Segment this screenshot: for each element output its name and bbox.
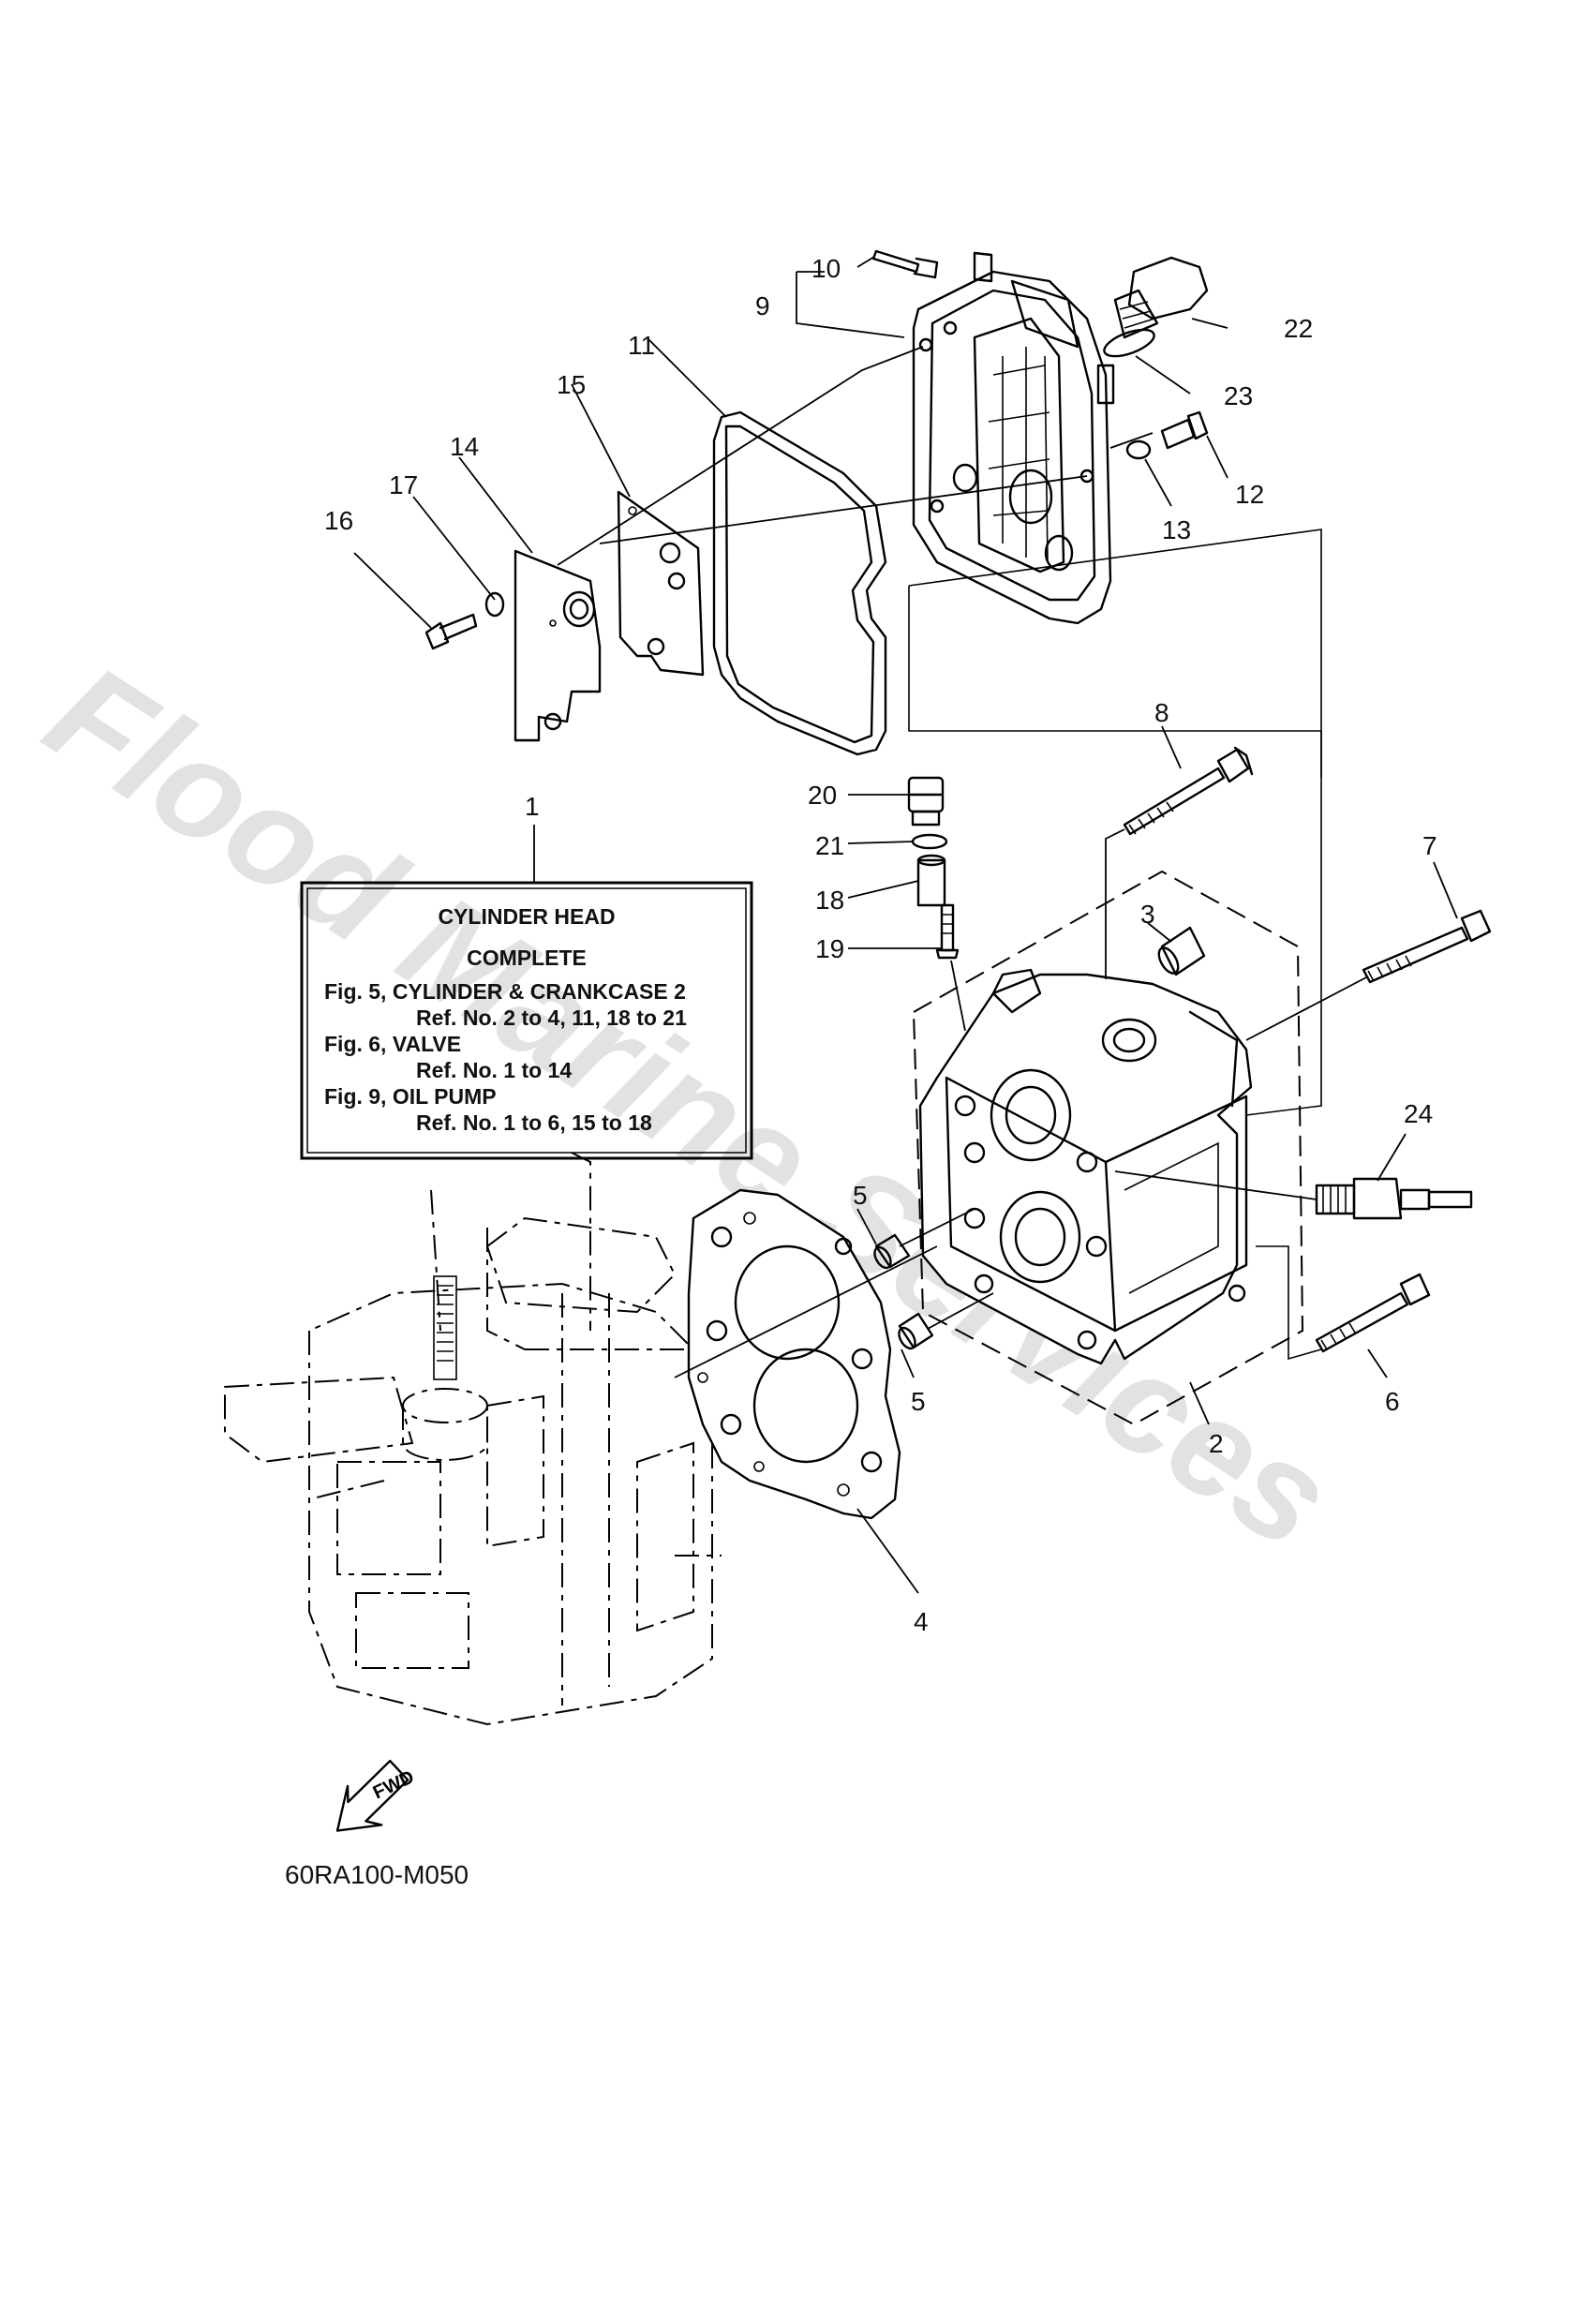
bolt-6: [1315, 1273, 1431, 1353]
bolt-19: [935, 903, 960, 960]
callout-14: 14: [450, 432, 479, 461]
plug-20: [907, 776, 945, 827]
callout-10: 10: [811, 254, 841, 283]
callout-18: 18: [815, 886, 844, 915]
washer-17: [484, 591, 505, 618]
screw-16: [424, 613, 478, 650]
callout-16: 16: [324, 506, 353, 535]
dowel-5-lower: [898, 1312, 934, 1350]
callout-20: 20: [808, 781, 837, 810]
plate-14: [514, 549, 602, 742]
callout-17: 17: [389, 470, 418, 499]
callout-12: 12: [1235, 480, 1264, 509]
info-box-title-1: CYLINDER HEAD: [438, 904, 615, 929]
dowel-3: [1157, 926, 1206, 976]
callout-6: 6: [1385, 1387, 1400, 1416]
anode-18: [916, 854, 946, 907]
callout-2: 2: [1209, 1429, 1224, 1458]
callout-4: 4: [914, 1607, 929, 1636]
callout-9: 9: [755, 291, 770, 320]
callout-8: 8: [1154, 698, 1169, 727]
callout-3: 3: [1140, 900, 1155, 929]
bolt-10: [871, 249, 939, 279]
callout-5-lower: 5: [911, 1387, 926, 1416]
callout-23: 23: [1224, 381, 1253, 410]
callout-1: 1: [525, 792, 540, 821]
info-box-line: Ref. No. 1 to 6, 15 to 18: [416, 1110, 652, 1135]
callout-21: 21: [815, 831, 844, 860]
bolt-8: [1123, 746, 1254, 836]
spark-plug-24: [1315, 1177, 1473, 1220]
callout-11: 11: [628, 331, 655, 360]
diagram-code: 60RA100-M050: [285, 1860, 469, 1889]
bolt-12: [1160, 410, 1209, 450]
cylinder-head-cover: [912, 270, 1115, 625]
info-box-title-2: COMPLETE: [467, 946, 587, 970]
forward-arrow: FWD: [335, 1759, 417, 1832]
callout-22: 22: [1284, 314, 1313, 343]
cover-gasket-11: [712, 410, 887, 756]
head-gasket-4: [687, 1188, 901, 1520]
crankcase-phantom: [224, 1152, 722, 1726]
o-ring-23: [1103, 328, 1155, 358]
info-box-line: Fig. 9, OIL PUMP: [324, 1084, 497, 1109]
oil-filler-cap-22: [1113, 256, 1209, 339]
callout-15: 15: [557, 370, 586, 399]
callout-7: 7: [1422, 831, 1437, 860]
callouts: 1 2 3 4 5 5 6 7 8 9 10 11 12 13 14 15 16…: [324, 254, 1458, 1636]
dowel-5-upper: [873, 1233, 911, 1270]
callout-5-upper: 5: [853, 1181, 868, 1210]
plate-15: [617, 490, 705, 677]
info-box-line: Ref. No. 2 to 4, 11, 18 to 21: [416, 1006, 687, 1030]
cylinder-head-2: [912, 870, 1304, 1426]
info-box-line: Fig. 5, CYLINDER & CRANKCASE 2: [324, 979, 686, 1004]
bolt-7: [1362, 909, 1492, 984]
callout-13: 13: [1162, 515, 1191, 544]
callout-24: 24: [1404, 1099, 1433, 1128]
washer-13: [1125, 439, 1152, 460]
info-box: CYLINDER HEAD COMPLETE Fig. 5, CYLINDER …: [300, 881, 753, 1160]
o-ring-21: [911, 833, 948, 850]
info-box-line: Fig. 6, VALVE: [324, 1032, 461, 1056]
callout-19: 19: [815, 934, 844, 963]
info-box-line: Ref. No. 1 to 14: [416, 1058, 572, 1082]
